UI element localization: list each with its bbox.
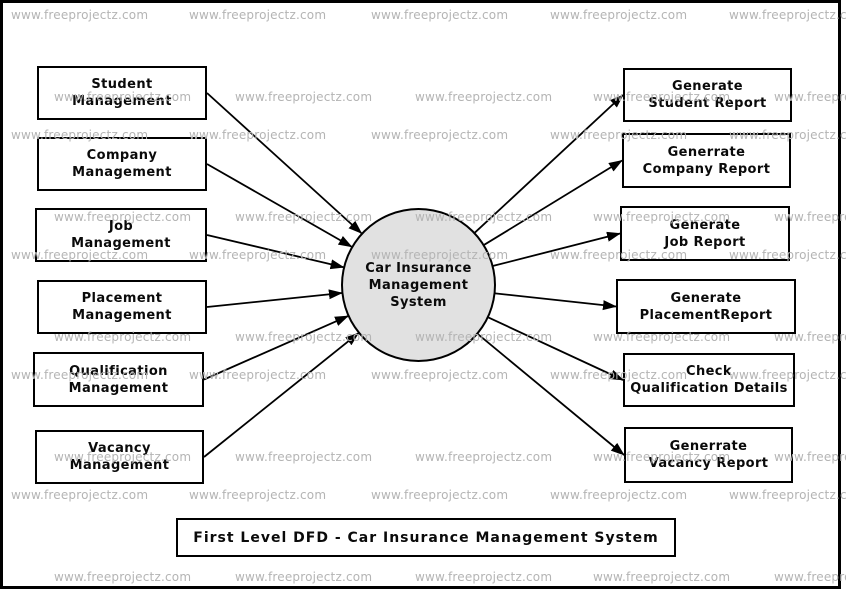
entity-company-management: Company Management	[37, 137, 207, 191]
entity-qualification-management: Qualification Management	[33, 352, 204, 407]
entity-job-management: Job Management	[35, 208, 207, 262]
process-car-insurance-management-system: Car Insurance Management System	[341, 208, 496, 362]
flow-arrow	[203, 332, 360, 458]
flow-arrow	[483, 159, 623, 246]
output-generate-student-report: Generate Student Report	[623, 68, 792, 122]
diagram-title-box: First Level DFD - Car Insurance Manageme…	[176, 518, 676, 557]
entity-vacancy-management: Vacancy Management	[35, 430, 204, 484]
flow-arrow	[494, 292, 617, 311]
flow-arrow	[203, 315, 349, 381]
entity-placement-management: Placement Management	[37, 280, 207, 334]
flow-arrow	[206, 234, 345, 270]
flow-arrow	[477, 333, 625, 456]
flow-arrow	[487, 316, 624, 381]
flow-arrow	[206, 163, 353, 248]
flow-arrow	[492, 231, 621, 267]
output-generrate-company-report: Generrate Company Report	[622, 133, 791, 188]
flow-arrow	[206, 289, 343, 308]
output-generrate-vacancy-report: Generrate Vacancy Report	[624, 427, 793, 483]
output-check-qualification-details: Check Qualification Details	[623, 353, 795, 407]
flow-arrow	[206, 92, 363, 234]
entity-student-management: Student Management	[37, 66, 207, 120]
output-generate-job-report: Generate Job Report	[620, 206, 790, 261]
flow-arrow	[474, 94, 624, 234]
output-generate-placement-report: Generate PlacementReport	[616, 279, 796, 334]
